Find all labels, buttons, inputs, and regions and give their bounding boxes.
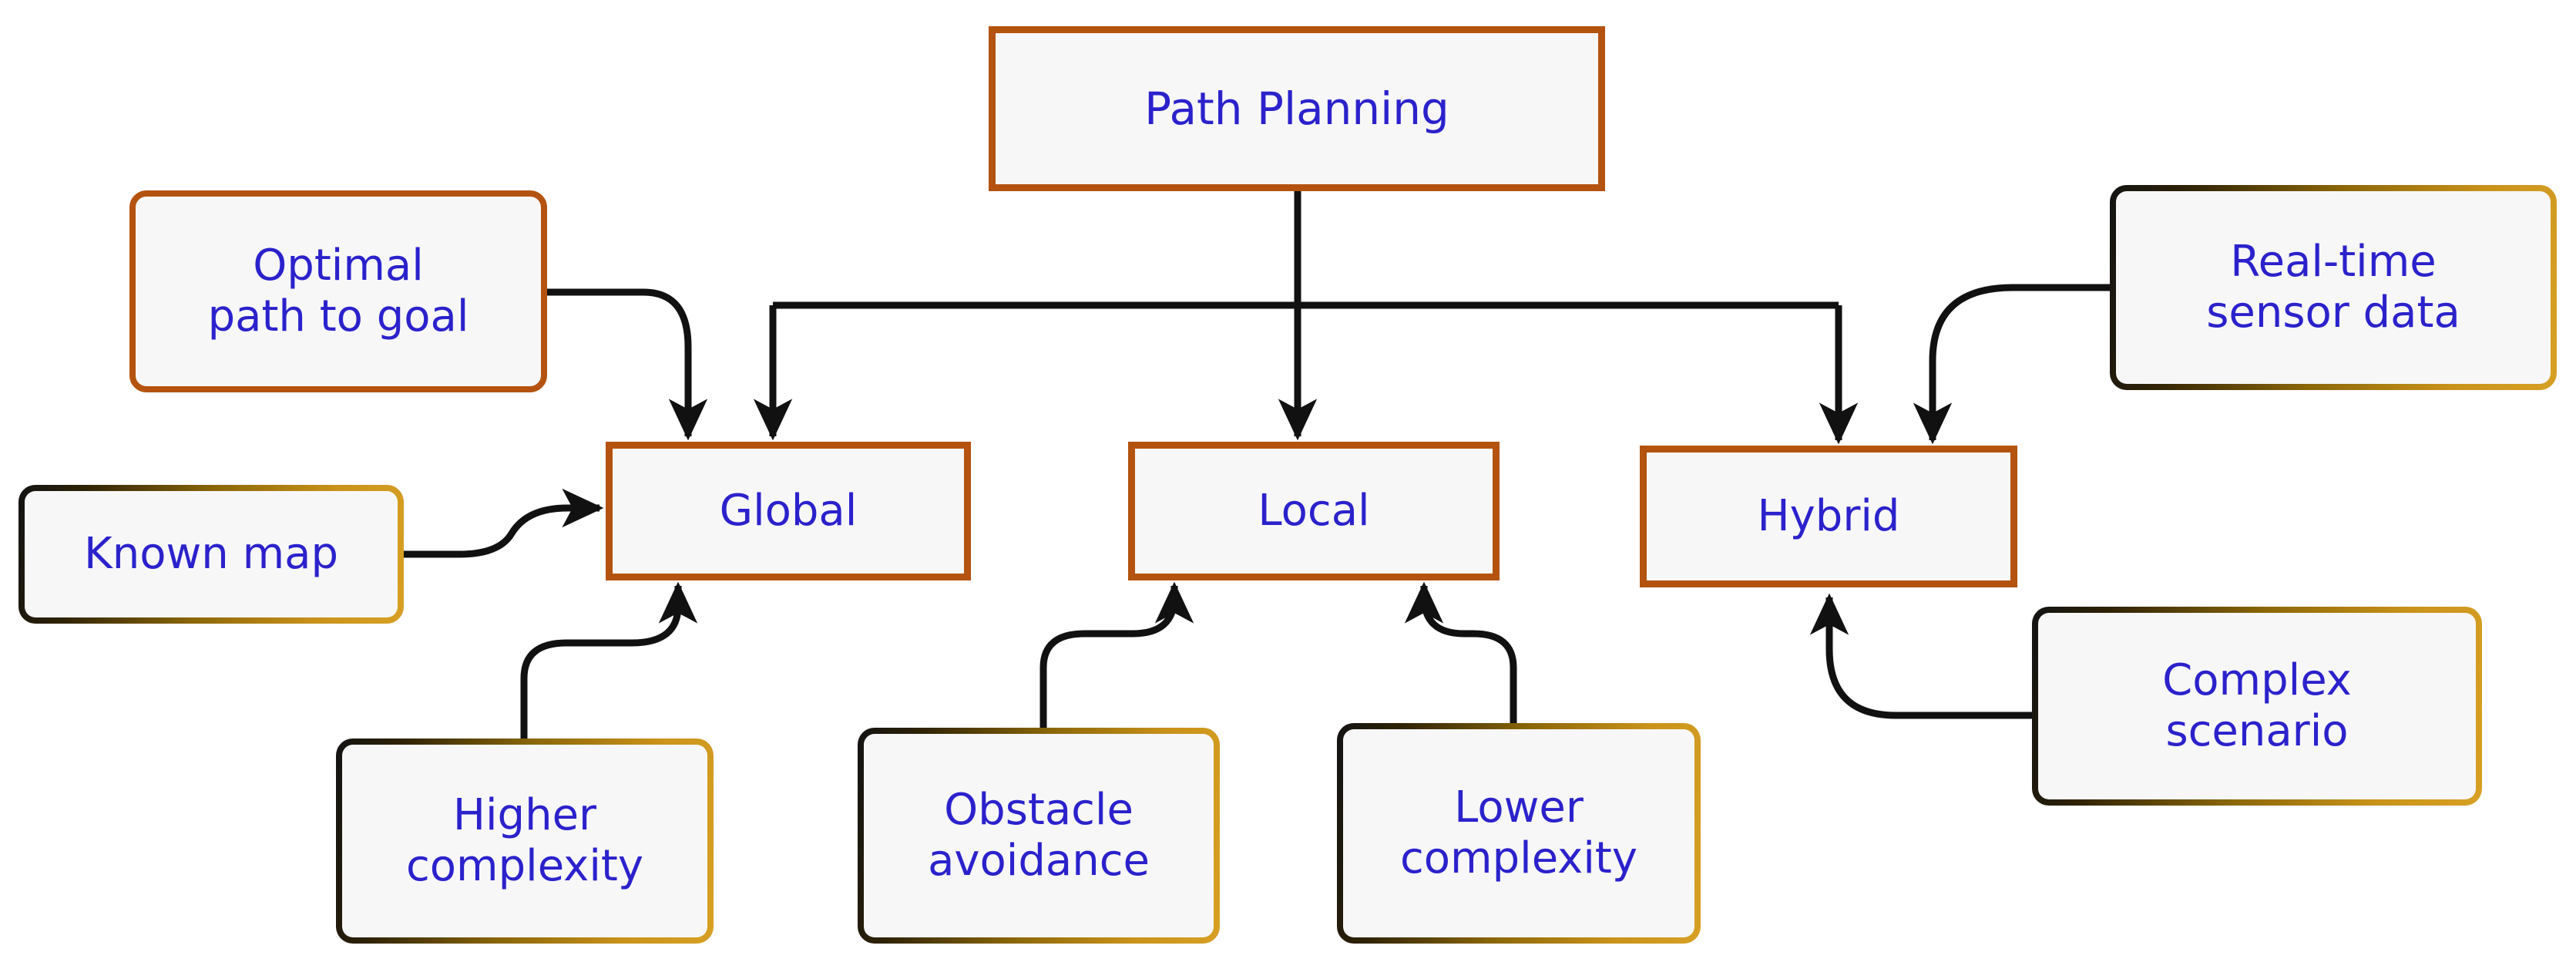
node-lower-complexity-label: Lower complexity [1400, 782, 1637, 883]
node-complex-scenario-label: Complex scenario [2162, 654, 2352, 756]
node-global[interactable]: Global [606, 442, 971, 580]
edge-obstacle-avoidance-to-local [1039, 581, 1194, 728]
node-path-planning[interactable]: Path Planning [989, 26, 1605, 191]
edge-known-map-to-global [404, 488, 604, 558]
node-real-time-sensor-data-label: Real-time sensor data [2206, 236, 2460, 338]
node-local-label: Local [1258, 485, 1370, 536]
node-known-map[interactable]: Known map [18, 485, 404, 624]
node-hybrid[interactable]: Hybrid [1640, 446, 2017, 587]
node-global-label: Global [719, 485, 858, 536]
node-obstacle-avoidance[interactable]: Obstacle avoidance [858, 728, 1220, 944]
node-hybrid-label: Hybrid [1757, 490, 1900, 541]
node-optimal-path-to-goal[interactable]: Optimal path to goal [129, 190, 547, 392]
node-optimal-path-to-goal-label: Optimal path to goal [207, 240, 469, 342]
node-known-map-label: Known map [84, 528, 338, 579]
node-lower-complexity[interactable]: Lower complexity [1337, 723, 1701, 944]
edge-complex-scenario-to-hybrid [1809, 593, 2032, 719]
edge-optimal-path-to-global [547, 288, 708, 441]
node-complex-scenario[interactable]: Complex scenario [2032, 607, 2482, 806]
node-higher-complexity-label: Higher complexity [406, 789, 643, 891]
node-path-planning-label: Path Planning [1144, 82, 1449, 135]
edge-higher-complexity-to-global [520, 581, 698, 739]
node-higher-complexity[interactable]: Higher complexity [336, 739, 714, 944]
edge-real-time-sensor-to-hybrid [1913, 284, 2110, 445]
node-obstacle-avoidance-label: Obstacle avoidance [928, 784, 1150, 886]
node-real-time-sensor-data[interactable]: Real-time sensor data [2110, 185, 2557, 390]
node-local[interactable]: Local [1128, 442, 1500, 580]
edge-lower-complexity-to-local [1404, 581, 1517, 723]
